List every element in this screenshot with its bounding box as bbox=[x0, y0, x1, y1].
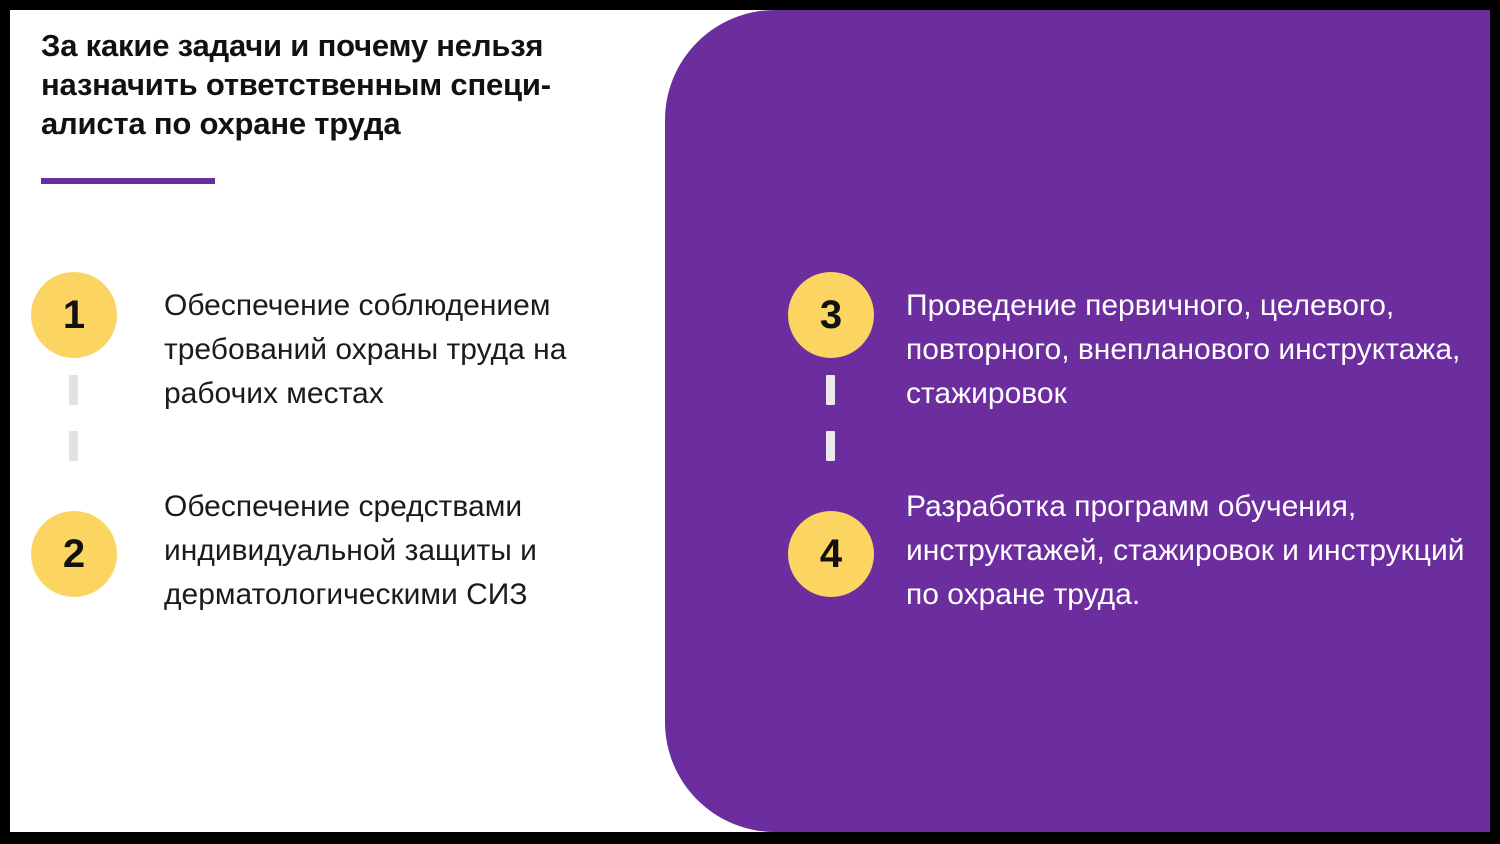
list-item-4-text: Разработка программ обучения, инструктаж… bbox=[906, 490, 1465, 611]
list-item-3: 3 Проведение первичного, целевого, повто… bbox=[788, 272, 1486, 416]
list-item-2: 2 Обеспечение средствами индивидуальной … bbox=[31, 473, 639, 617]
badge-number-2: 2 bbox=[31, 511, 117, 597]
right-column: 3 Проведение первичного, целевого, повто… bbox=[665, 10, 1490, 832]
badge-number-3: 3 bbox=[788, 272, 874, 358]
list-item-1: 1 Обеспечение соблюдением требований охр… bbox=[31, 272, 639, 416]
connector-dash bbox=[69, 375, 78, 405]
title-block: За какие задачи и почему нельзя назначит… bbox=[41, 26, 641, 143]
connector-dashes-right bbox=[826, 375, 835, 461]
connector-dash bbox=[826, 375, 835, 405]
connector-dashes-left bbox=[69, 375, 78, 461]
purple-panel bbox=[665, 10, 1490, 832]
list-item-2-text: Обеспечение средствами индивидуальной за… bbox=[164, 490, 537, 611]
list-item-1-text: Обеспечение соблюдением требований охран… bbox=[164, 289, 567, 410]
left-column: 1 Обеспечение соблюдением требований охр… bbox=[10, 10, 665, 832]
connector-dash bbox=[826, 431, 835, 461]
page-title: За какие задачи и почему нельзя назначит… bbox=[41, 28, 551, 141]
title-underline-accent bbox=[41, 178, 215, 184]
list-item-4: 4 Разработка программ обучения, инструкт… bbox=[788, 473, 1486, 617]
badge-number-1: 1 bbox=[31, 272, 117, 358]
connector-dash bbox=[69, 431, 78, 461]
badge-number-4: 4 bbox=[788, 511, 874, 597]
list-item-3-text: Проведение первичного, целевого, повторн… bbox=[906, 289, 1461, 410]
slide-canvas: За какие задачи и почему нельзя назначит… bbox=[10, 10, 1490, 832]
